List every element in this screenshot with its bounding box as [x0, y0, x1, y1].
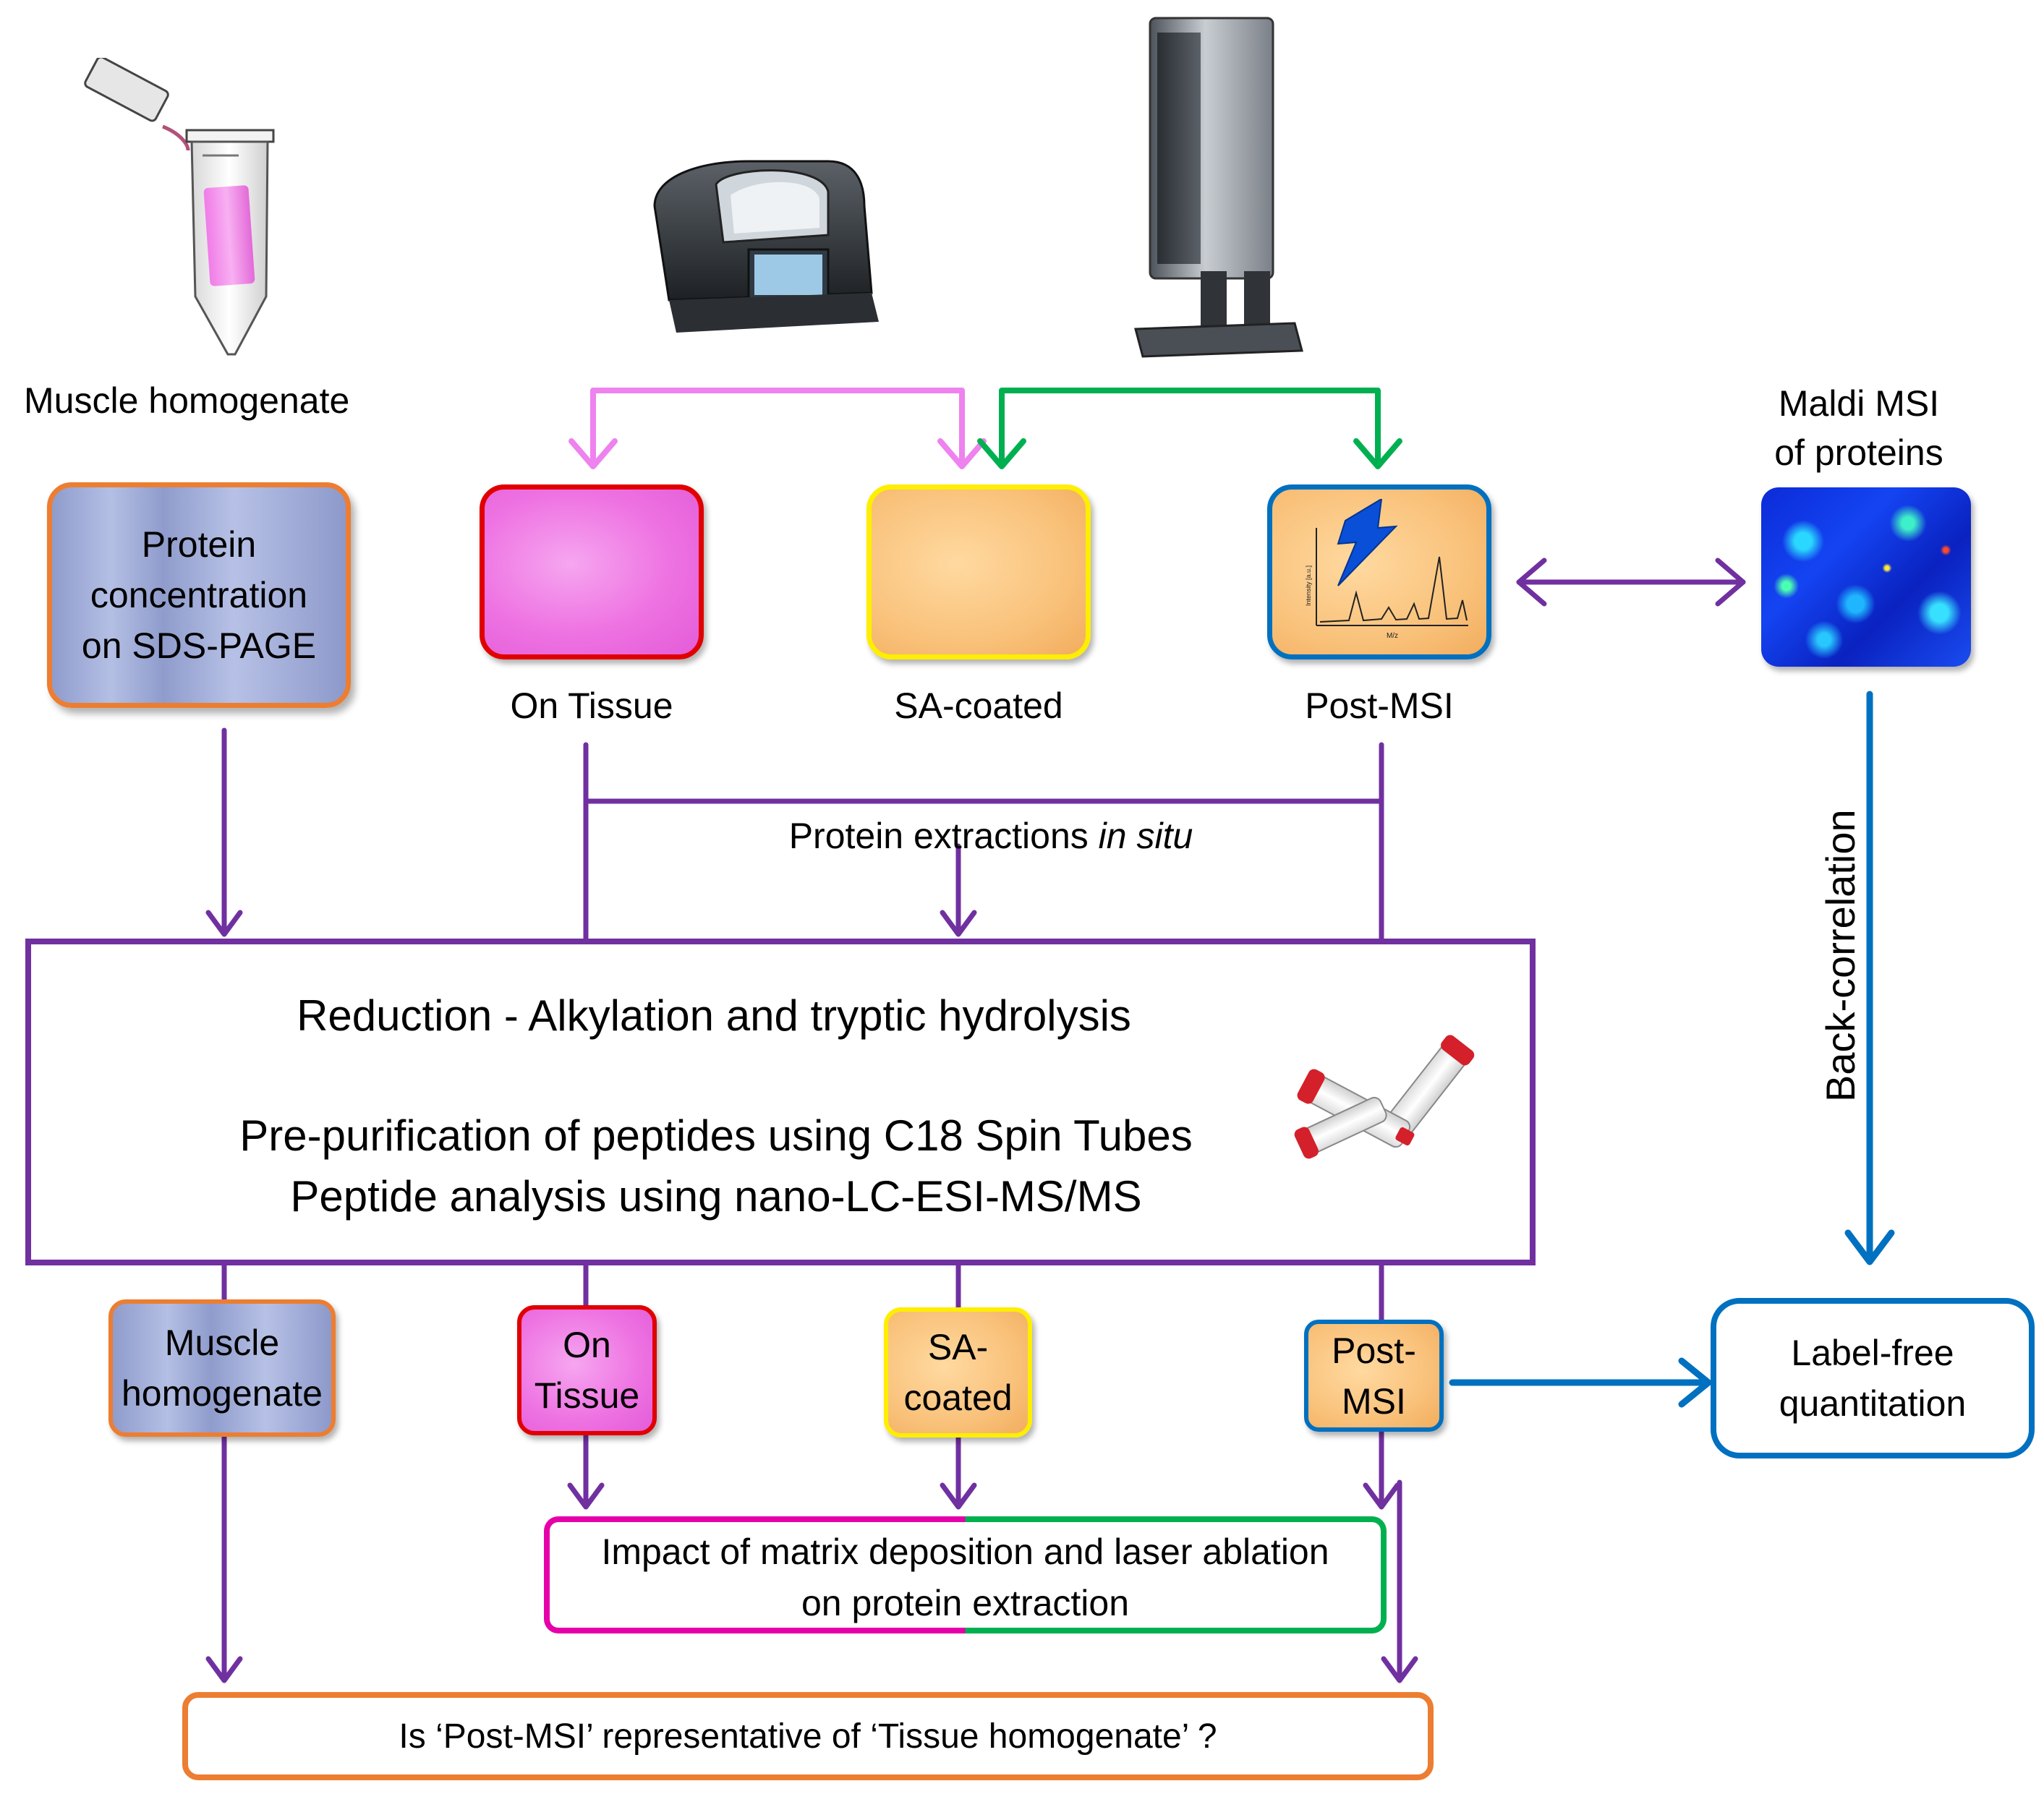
pink-connector: [590, 388, 965, 466]
question-box: Is ‘Post-MSI’ representative of ‘Tissue …: [182, 1692, 1434, 1780]
tile-protein-sds-label: Protein concentration on SDS-PAGE: [81, 524, 317, 666]
impact-line-2: on protein extraction: [801, 1583, 1130, 1623]
main-line-peptide-analysis: Peptide analysis using nano-LC-ESI-MS/MS: [290, 1172, 1142, 1221]
maldi-msi-heatmap-image: [1761, 487, 1971, 667]
label-back-correlation: Back-correlation: [1818, 809, 1863, 1102]
small-tile-on-tissue-label: On Tissue: [534, 1325, 640, 1416]
small-tile-sa-coated: SA- coated: [884, 1307, 1032, 1438]
question-text: Is ‘Post-MSI’ representative of ‘Tissue …: [399, 1717, 1217, 1756]
label-of-proteins: of proteins: [1774, 432, 1943, 473]
maldi-tof-instrument-icon: [1134, 17, 1303, 358]
small-tile-muscle-label: Muscle homogenate: [121, 1323, 323, 1414]
spectrum-x-axis-label: M/z: [1387, 632, 1398, 640]
pink-arrowhead-left: [569, 438, 618, 469]
label-on-tissue: On Tissue: [510, 685, 673, 726]
small-tile-post-msi: Post- MSI: [1304, 1320, 1444, 1432]
main-line-prepurification: Pre-purification of peptides using C18 S…: [239, 1111, 1193, 1160]
label-free-quantitation-text: Label-free quantitation: [1779, 1333, 1967, 1424]
c18-spin-tubes-icon: [1294, 1035, 1475, 1159]
small-tile-sa-label: SA- coated: [903, 1327, 1013, 1418]
eppendorf-tube-icon: [84, 58, 275, 356]
tile-sa-coated: [866, 484, 1091, 659]
laser-bolt-icon: [1337, 499, 1398, 586]
label-post-msi: Post-MSI: [1305, 685, 1454, 726]
small-tile-on-tissue: On Tissue: [517, 1305, 657, 1435]
impact-line-1: Impact of matrix deposition and laser ab…: [601, 1532, 1329, 1572]
impact-box: [544, 1516, 1387, 1633]
green-arrowhead-right: [1353, 438, 1402, 469]
green-connector: [999, 388, 1381, 466]
label-protein-extractions: Protein extractions in situ: [723, 811, 1259, 860]
maldi-benchtop-instrument-icon: [653, 160, 879, 333]
tile-protein-sds-page: Protein concentration on SDS-PAGE: [47, 482, 351, 708]
green-arrowhead-left: [977, 438, 1026, 469]
label-free-quantitation-box: Label-free quantitation: [1711, 1298, 2035, 1458]
main-line-reduction: Reduction - Alkylation and tryptic hydro…: [297, 991, 1131, 1040]
tile-on-tissue: [480, 484, 704, 659]
label-muscle-homogenate: Muscle homogenate: [24, 380, 350, 421]
purple-extraction-bracket: [583, 742, 1384, 941]
spectrum-y-axis-label: Intensity [a.u.]: [1305, 565, 1312, 606]
small-tile-post-msi-label: Post- MSI: [1332, 1330, 1416, 1422]
main-process-box: [25, 939, 1536, 1265]
label-maldi-msi: Maldi MSI: [1778, 383, 1940, 424]
small-tile-muscle-homogenate: Muscle homogenate: [108, 1299, 336, 1437]
label-sa-coated: SA-coated: [894, 685, 1063, 726]
label-extraction-italic: in situ: [1098, 816, 1193, 856]
pink-arrowhead-right: [937, 438, 987, 469]
mass-spectrum-icon: Intensity [a.u.] M/z: [1305, 499, 1468, 640]
label-extraction-prefix: Protein extractions: [788, 816, 1099, 856]
